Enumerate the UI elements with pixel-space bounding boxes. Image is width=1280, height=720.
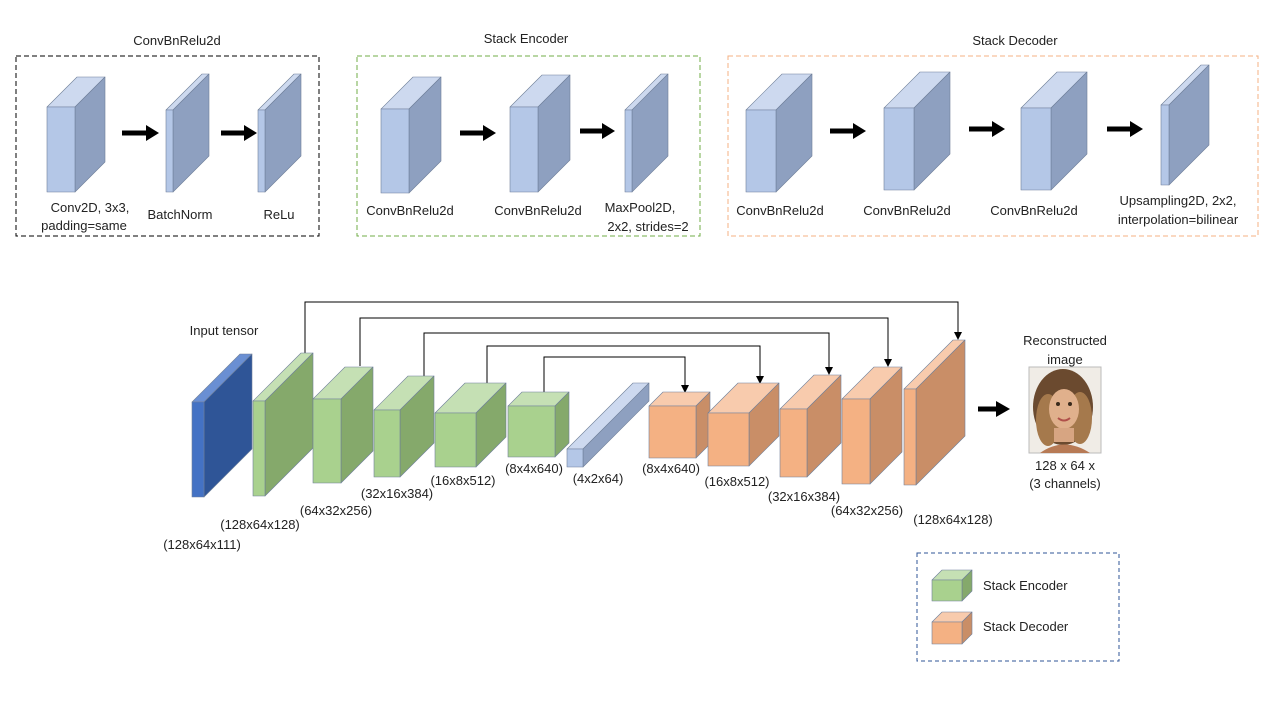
decoder-block-2 [707, 382, 780, 467]
dim-label-enc4: (16x8x512) [430, 473, 495, 488]
stack-decoder-panel: Stack Decoder ConvBnRelu2d ConvBnRelu2d … [727, 33, 1259, 237]
decoder-conv3-block [1020, 71, 1088, 191]
dim-label-input: (128x64x111) [163, 537, 241, 552]
batchnorm-to-relu-arrow [221, 125, 257, 141]
upsampling-label-line2: interpolation=bilinear [1118, 212, 1239, 227]
output-arrow [978, 401, 1010, 417]
skip-connection-2 [359, 317, 892, 367]
maxpool-label-line2: 2x2, strides=2 [607, 219, 688, 234]
maxpool-label-line1: MaxPool2D, [605, 200, 676, 215]
encoder-block-4 [434, 382, 507, 468]
conv-panel-title: ConvBnRelu2d [133, 33, 220, 48]
encoder-panel-border [356, 55, 701, 237]
encoder-conv2-label: ConvBnRelu2d [494, 203, 581, 218]
batchnorm-label: BatchNorm [147, 207, 212, 222]
dim-label-enc2: (64x32x256) [300, 503, 372, 518]
decoder-block-4 [841, 366, 903, 485]
conv-to-batchnorm-arrow [122, 125, 159, 141]
batchnorm-block [165, 73, 210, 193]
encoder-panel-title: Stack Encoder [484, 31, 569, 46]
skip-connection-4 [486, 345, 764, 384]
legend-label-decoder: Stack Decoder [983, 619, 1069, 634]
encoder-block-3 [373, 375, 435, 478]
decoder-block-5 [903, 339, 966, 486]
network-blocks [191, 339, 966, 498]
network: Input tensor (128x64x111) (128x64x128) (… [163, 301, 1107, 552]
encoder-conv2-block [509, 74, 571, 193]
dim-label-dec2: (16x8x512) [704, 474, 769, 489]
dim-label-enc3: (32x16x384) [361, 486, 433, 501]
conv-panel-border [15, 55, 320, 237]
conv2d-label-line1: Conv2D, 3x3, [51, 200, 130, 215]
decoder-conv3-label: ConvBnRelu2d [990, 203, 1077, 218]
decoder-block-1 [648, 391, 711, 459]
input-tensor-label: Input tensor [190, 323, 259, 338]
encoder-block-1 [252, 352, 314, 497]
reconstructed-title-line2: image [1047, 352, 1082, 367]
dim-label-dec4: (64x32x256) [831, 503, 903, 518]
maxpool-block [624, 73, 669, 193]
output-caption-line1: 128 x 64 x [1035, 458, 1095, 473]
skip-connections [304, 301, 962, 393]
dim-label-bottleneck: (4x2x64) [573, 471, 624, 486]
decoder-panel-border [727, 55, 1259, 237]
decoder-conv1-block [745, 73, 813, 193]
decoder-panel-title: Stack Decoder [972, 33, 1058, 48]
conv2d-block [46, 76, 106, 193]
upsampling-block [1160, 64, 1210, 186]
stack-encoder-panel: Stack Encoder ConvBnRelu2d ConvBnRelu2d … [356, 31, 701, 237]
decoder-conv1-label: ConvBnRelu2d [736, 203, 823, 218]
dim-label-dec5: (128x64x128) [913, 512, 993, 527]
skip-connection-1 [304, 301, 962, 354]
skip-connection-3 [423, 332, 833, 376]
encoder-conv1-label: ConvBnRelu2d [366, 203, 453, 218]
input-tensor-block [191, 353, 253, 498]
decoder-arrow-3 [1107, 121, 1143, 137]
encoder-arrow-1 [460, 125, 496, 141]
decoder-conv2-block [883, 71, 951, 191]
encoder-conv1-block [380, 76, 442, 194]
reconstructed-title-line1: Reconstructed [1023, 333, 1107, 348]
legend: Stack Encoder Stack Decoder [916, 552, 1120, 662]
encoder-block-2 [312, 366, 374, 484]
relu-label: ReLu [263, 207, 294, 222]
decoder-arrow-1 [830, 123, 866, 139]
dim-label-enc1: (128x64x128) [220, 517, 300, 532]
encoder-block-5 [507, 391, 570, 458]
dim-label-dec1: (8x4x640) [642, 461, 700, 476]
bottleneck-block [566, 382, 650, 468]
legend-label-encoder: Stack Encoder [983, 578, 1068, 593]
skip-connection-5 [543, 356, 689, 393]
decoder-arrow-2 [969, 121, 1005, 137]
output-caption-line2: (3 channels) [1029, 476, 1101, 491]
dim-label-dec3: (32x16x384) [768, 489, 840, 504]
decoder-block-3 [779, 374, 842, 478]
reconstructed-face-image [1028, 366, 1102, 454]
legend-encoder-swatch [931, 569, 973, 602]
conv2d-label-line2: padding=same [41, 218, 127, 233]
relu-block [257, 73, 302, 193]
conv-bn-relu-panel: ConvBnRelu2d Conv2D, 3x3, padding=same B… [15, 33, 320, 237]
upsampling-label-line1: Upsampling2D, 2x2, [1119, 193, 1236, 208]
encoder-arrow-2 [580, 123, 615, 139]
legend-decoder-swatch [931, 611, 973, 645]
legend-border [916, 552, 1120, 662]
dim-label-enc5: (8x4x640) [505, 461, 563, 476]
decoder-conv2-label: ConvBnRelu2d [863, 203, 950, 218]
